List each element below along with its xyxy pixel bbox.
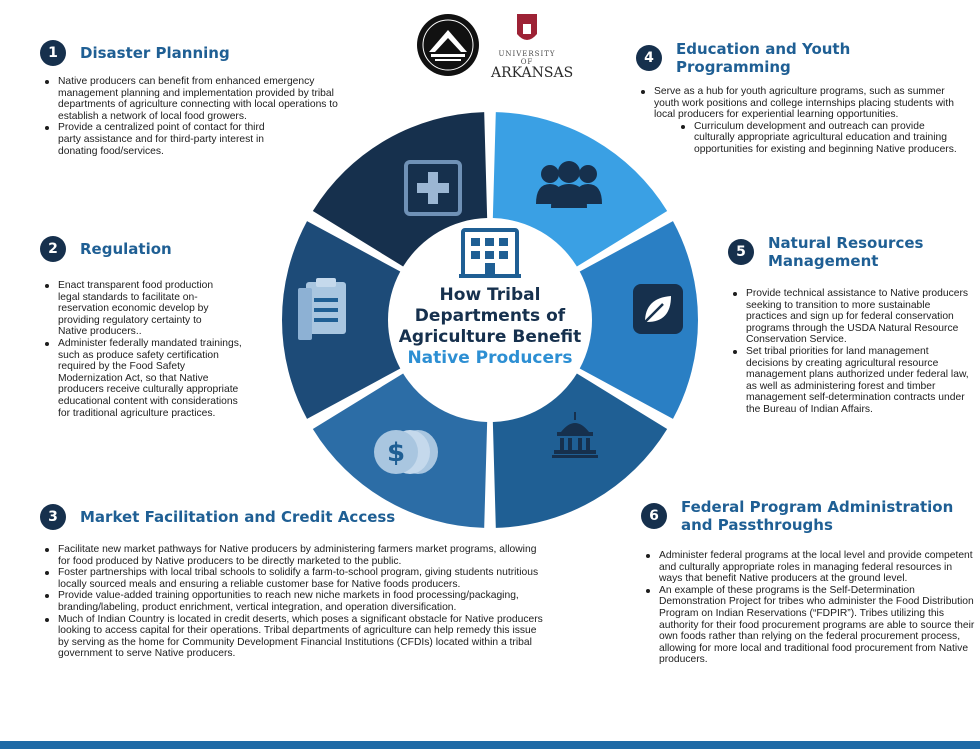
section-number-badge: 4 [636,45,662,71]
bullet-list: Administer federal programs at the local… [641,550,976,666]
section-title-line-1: Natural Resources [768,234,924,252]
university-of-label: UNIVERSITY OF [498,50,556,66]
section-number-badge: 2 [40,236,66,262]
section-title: Disaster Planning [80,44,230,62]
arkansas-label: ARKANSAS [491,65,574,81]
bullet-item: Administer federal programs at the local… [641,550,976,585]
building-icon [459,228,521,278]
bullet-list: Native producers can benefit from enhanc… [40,76,350,157]
bullet-item: Facilitate new market pathways for Nativ… [40,544,550,567]
bullet-item: Native producers can benefit from enhanc… [40,76,350,122]
partner-logos: UNIVERSITY OF ARKANSAS [415,12,573,80]
indigenous-food-seal-logo [417,14,479,76]
people-icon [536,161,602,208]
center-title-line-1: How Tribal [440,285,541,305]
section-title: Federal Program Administration and Passt… [681,498,953,534]
section-title-line-2: and Passthroughs [681,516,833,534]
bullet-item: Curriculum development and outreach can … [676,121,966,156]
section-number-badge: 6 [641,503,667,529]
center-title-line-2: Departments of [415,306,566,326]
section-title: Education and Youth Programming [676,40,851,76]
wheel-diagram: $ How Tribal Departments of Agriculture … [282,112,698,528]
section-federal-program-administration: 6 Federal Program Administration and Pas… [641,498,976,666]
clipboard-icon [298,278,346,340]
medical-kit-icon [404,160,462,216]
section-market-facilitation: 3 Market Facilitation and Credit Access … [40,504,550,660]
bullet-item: Administer federally mandated trainings,… [40,338,250,419]
section-disaster-planning: 1 Disaster Planning Native producers can… [40,40,350,157]
svg-text:$: $ [387,438,405,468]
bullet-item: An example of these programs is the Self… [641,585,976,666]
section-regulation: 2 Regulation Enact transparent food prod… [40,236,250,419]
bullet-item: Provide technical assistance to Native p… [728,288,973,346]
section-natural-resources: 5 Natural Resources Management Provide t… [728,234,973,416]
capitol-icon [552,412,598,458]
bullet-item: Set tribal priorities for land managemen… [728,346,973,416]
section-title: Regulation [80,240,172,258]
bullet-item: Provide a centralized point of contact f… [40,122,350,157]
center-title-line-4: Native Producers [407,348,572,368]
bullet-item: Much of Indian Country is located in cre… [40,614,550,660]
razorback-crest-icon [517,14,537,40]
bullet-item: Enact transparent food production legal … [40,280,250,338]
center-title-line-3: Agriculture Benefit [399,327,581,347]
bullet-list: Facilitate new market pathways for Nativ… [40,544,550,660]
university-of-arkansas-logo: UNIVERSITY OF ARKANSAS [491,12,573,80]
section-number-badge: 5 [728,239,754,265]
coins-icon: $ [374,430,438,474]
section-title: Market Facilitation and Credit Access [80,508,396,526]
bullet-list: Serve as a hub for youth agriculture pro… [636,86,966,156]
leaf-icon [633,284,683,334]
section-number-badge: 3 [40,504,66,530]
section-title-line-1: Federal Program Administration [681,498,954,516]
bullet-list: Enact transparent food production legal … [40,280,250,419]
section-title: Natural Resources Management [768,234,923,270]
section-title-line-2: Management [768,252,879,270]
section-number-badge: 1 [40,40,66,66]
bullet-item: Foster partnerships with local tribal sc… [40,567,550,590]
section-education-youth: 4 Education and Youth Programming Serve … [636,40,966,156]
footer-bar [0,741,980,749]
segment-disaster-planning [312,112,488,267]
bullet-item: Provide value-added training opportuniti… [40,590,550,613]
bullet-item: Serve as a hub for youth agriculture pro… [636,86,966,121]
bullet-list: Provide technical assistance to Native p… [728,288,973,416]
